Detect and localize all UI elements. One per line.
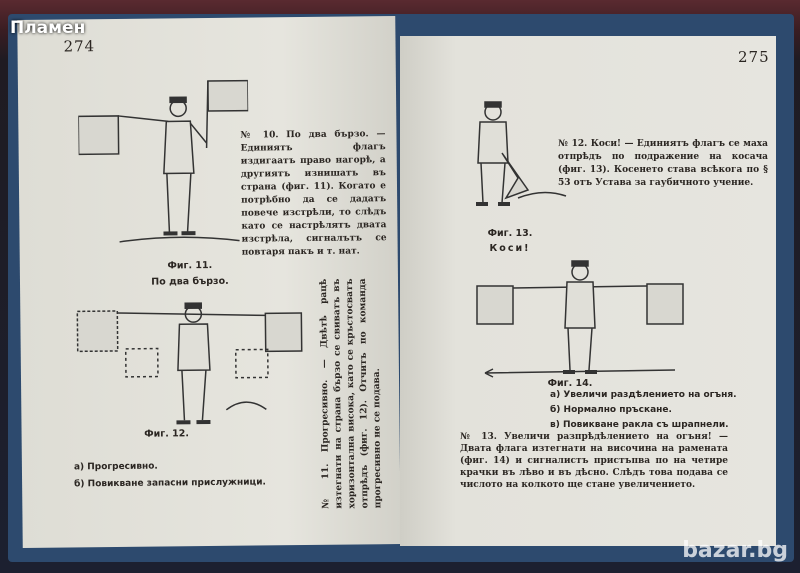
paragraph-11-rotated: № 11. Прогресивно. — Двѣтѣ рацѣ изтегнат… (318, 278, 398, 509)
figure-14-list: а) Увеличи раздѣлението на огъня. б) Нор… (550, 388, 737, 433)
figure-13-caption: Фиг. 13. (487, 228, 533, 239)
page-number: 275 (738, 48, 770, 66)
page-number: 274 (63, 37, 96, 56)
list-item: а) Увеличи раздѣлението на огъня. (550, 390, 737, 400)
list-item: б) Нормално пръскане. (550, 405, 672, 415)
figure-12-illustration (76, 302, 303, 425)
list-item: а) Прогресивно. (73, 461, 158, 473)
list-item: б) Повикване запасни прислужници. (74, 477, 266, 490)
figure-14-illustration (476, 260, 684, 378)
paragraph-12: № 12. Коси! — Единиятъ флагъ се маха отп… (558, 139, 768, 188)
seller-watermark: Пламен (10, 18, 86, 38)
paragraph-13: № 13. Увеличи разпрѣдѣлението на огъня! … (460, 432, 728, 490)
paragraph-10: № 10. По два бързо. — Единиятъ флагъ изд… (240, 129, 387, 258)
figure-11-caption: Фиг. 11. (167, 259, 213, 272)
figure-13-illustration (476, 101, 567, 206)
bazar-logo: bazar.bg (682, 538, 788, 563)
figure-11-title: По два бързо. (151, 275, 229, 288)
left-page: 274 № 10. По два бързо. — Единиятъ флагъ… (17, 16, 401, 548)
figure-14-caption: Фиг. 14. (547, 378, 593, 389)
paragraph-11: № 11. Прогресивно. — Двѣтѣ рацѣ изтегнат… (318, 278, 384, 509)
list-item: в) Повикване ракла съ шрапнели. (550, 420, 729, 430)
figure-12-list: а) Прогресивно. б) Повикване запасни при… (74, 457, 266, 493)
figure-11-illustration (77, 79, 249, 243)
figure-13-title: Коси! (489, 243, 531, 254)
figure-12-caption: Фиг. 12. (144, 428, 190, 440)
right-page: 275 № 12. Коси! — Единиятъ флагъ се маха… (400, 36, 776, 546)
